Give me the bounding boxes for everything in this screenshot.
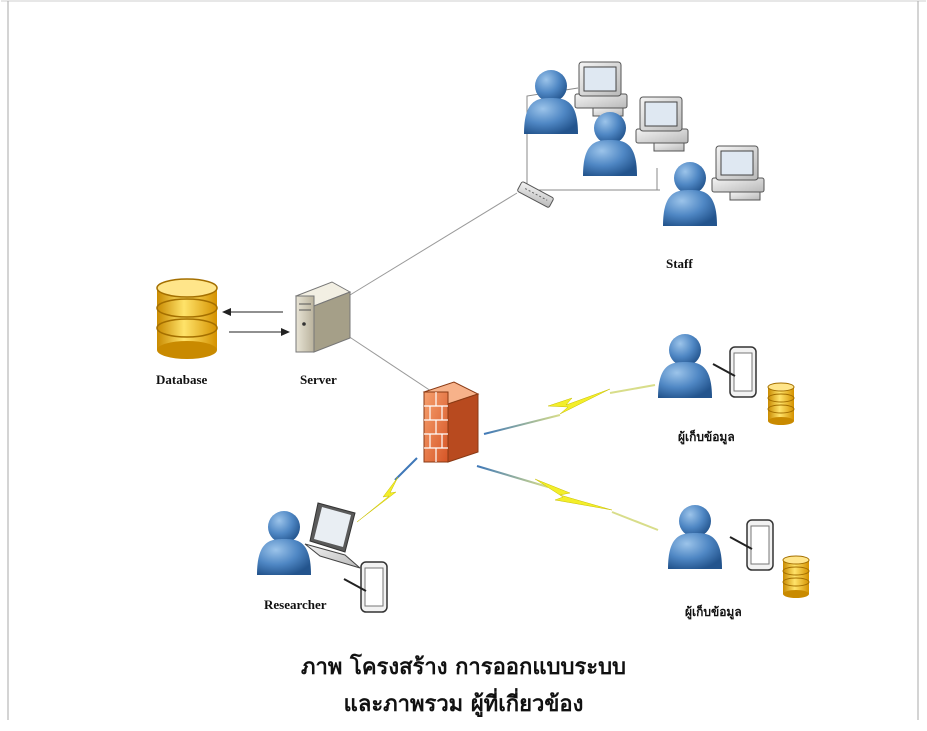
user-tablet-icon [668, 505, 810, 599]
database-label: Database [156, 372, 208, 387]
database-icon [156, 278, 218, 359]
data-collector-label: ผู้เก็บข้อมูล [678, 430, 735, 444]
network-switch-icon [517, 181, 554, 208]
firewall-icon [422, 381, 480, 463]
server-icon [294, 281, 352, 353]
user-tablet-icon [658, 334, 795, 426]
data-collector-label: ผู้เก็บข้อมูล [685, 605, 742, 619]
caption-line-2: และภาพรวม ผู้ที่เกี่ยวข้อง [343, 691, 584, 717]
user-workstation-icon [524, 61, 765, 226]
researcher-label: Researcher [264, 597, 327, 612]
connections [347, 87, 660, 394]
caption-line-1: ภาพ โครงสร้าง การออกแบบระบบ [300, 654, 626, 680]
server-label: Server [300, 372, 337, 387]
wireless-links [356, 384, 659, 531]
staff-label: Staff [666, 256, 693, 271]
user-laptop-icon [257, 502, 388, 613]
data-flow-arrows [222, 308, 290, 336]
